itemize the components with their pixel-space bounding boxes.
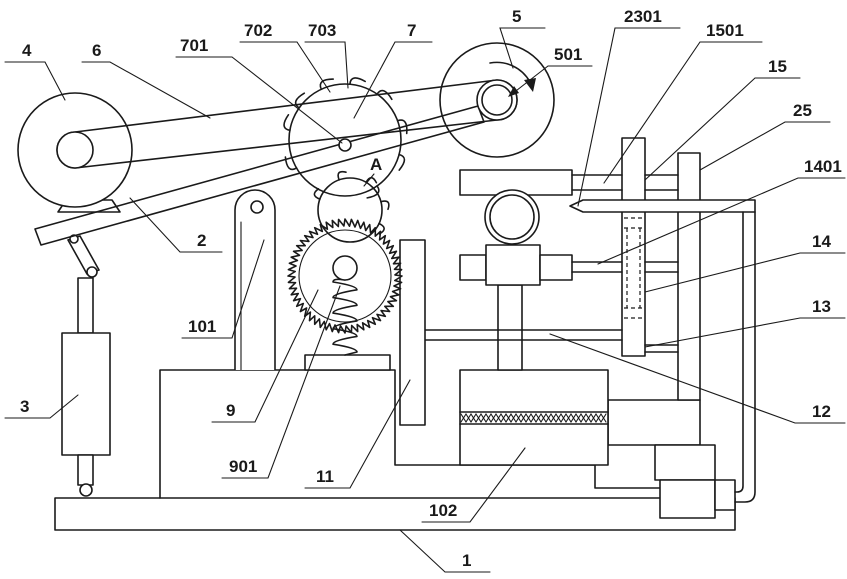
- callout-2301: 2301: [624, 7, 662, 26]
- callout-701: 701: [180, 36, 208, 55]
- base-plate: [55, 498, 735, 530]
- cylinder-middle-pivot: [87, 267, 97, 277]
- support-box-middle: [655, 445, 715, 480]
- motor-right-block: [540, 255, 572, 280]
- callout-4: 4: [22, 41, 32, 60]
- callout-7: 7: [407, 21, 416, 40]
- leader-702: [240, 42, 330, 92]
- leader-7: [354, 42, 432, 118]
- callout-1: 1: [462, 551, 471, 570]
- cylinder-3-group: [62, 235, 110, 496]
- callout-703: 703: [308, 21, 336, 40]
- support-pin: [251, 201, 263, 213]
- detail-label-a: A: [370, 155, 382, 174]
- frame-group: [55, 370, 735, 530]
- wheel-7-hook: [350, 78, 365, 84]
- pipe-inner: [735, 212, 743, 492]
- leader-703: [305, 42, 348, 88]
- callout-101: 101: [188, 317, 216, 336]
- callout-25: 25: [793, 101, 812, 120]
- callout-12: 12: [812, 402, 831, 421]
- leader-701: [176, 57, 342, 143]
- leader-4: [5, 62, 65, 100]
- saw-axle: [333, 256, 357, 280]
- wheel-7-hook: [284, 115, 290, 131]
- motor-left-block: [460, 255, 486, 280]
- cylinder-lower-pivot: [80, 484, 92, 496]
- callout-1501: 1501: [706, 21, 744, 40]
- right-columns-group: [622, 138, 700, 400]
- vertical-post: [498, 285, 522, 370]
- callout-6: 6: [92, 41, 101, 60]
- callout-501: 501: [554, 45, 582, 64]
- callout-15: 15: [768, 57, 787, 76]
- callout-9: 9: [226, 401, 235, 420]
- support-box-lower: [660, 480, 715, 518]
- callout-5: 5: [512, 7, 521, 26]
- column-25: [678, 153, 700, 400]
- column-15: [622, 138, 645, 356]
- cylinder-piston-rod: [78, 278, 93, 333]
- callout-13: 13: [812, 297, 831, 316]
- callout-3: 3: [20, 397, 29, 416]
- pipe-outer: [735, 212, 755, 502]
- wheel-7-hook: [399, 155, 404, 171]
- pipe-roller-outer: [485, 190, 539, 244]
- leader-1: [400, 530, 490, 572]
- block-102-group: [460, 370, 608, 465]
- leader-2: [130, 198, 222, 252]
- support-box-upper: [608, 400, 700, 445]
- leader-13: [645, 318, 845, 347]
- callout-14: 14: [812, 232, 831, 251]
- guide-plate-11: [400, 240, 425, 425]
- support-101-group: [235, 190, 275, 370]
- callout-702: 702: [244, 21, 272, 40]
- callout-102: 102: [429, 501, 457, 520]
- callout-11: 11: [316, 467, 334, 486]
- callout-1401: 1401: [804, 157, 842, 176]
- cylinder-body-3: [62, 333, 110, 455]
- wheel-7-center: [339, 139, 351, 151]
- support-box-side: [715, 480, 735, 510]
- motor-body: [486, 245, 540, 285]
- pulley-5-hub-501: [477, 80, 517, 120]
- cylinder-lower-rod: [78, 455, 93, 485]
- rod-2301: [570, 200, 755, 212]
- spring-base: [305, 355, 390, 370]
- leader-15: [645, 78, 800, 180]
- callout-2: 2: [197, 231, 206, 250]
- callout-901: 901: [229, 457, 257, 476]
- pulley-4-hub: [57, 132, 93, 168]
